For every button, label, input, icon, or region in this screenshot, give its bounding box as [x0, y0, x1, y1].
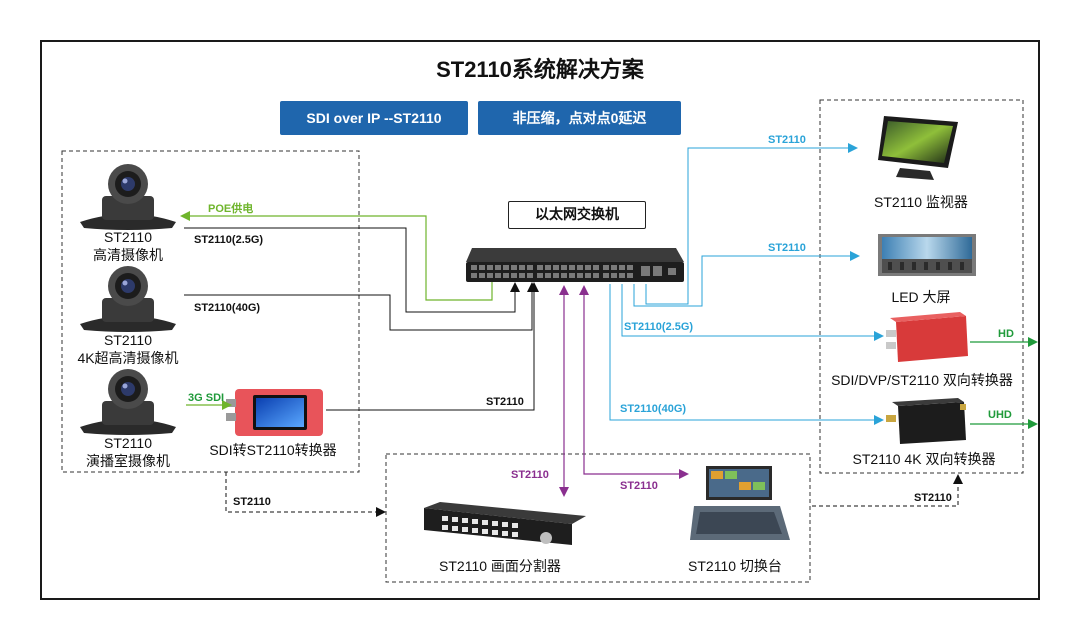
cam1-link-label: ST2110(2.5G) — [194, 234, 264, 246]
cam1-line — [184, 227, 520, 313]
led-wall-icon — [878, 234, 976, 276]
converter-out-line — [326, 282, 539, 411]
diagram-frame — [40, 40, 1040, 600]
page-title: ST2110系统解决方案 — [436, 57, 644, 82]
network-switch-icon — [466, 248, 684, 282]
uhd-out-label: UHD — [988, 409, 1012, 421]
poe-label: POE供电 — [208, 203, 254, 215]
switcher-link-label: ST2110 — [620, 480, 658, 492]
to-monitor-label: ST2110 — [768, 134, 806, 146]
switcher-console-icon — [690, 466, 790, 540]
to-led-line — [633, 251, 860, 307]
to-hd-line — [621, 284, 884, 341]
hd-out-label: HD — [998, 328, 1014, 340]
cam2-line — [184, 282, 537, 331]
camera-to-production-label: ST2110 — [233, 496, 271, 508]
badge-sdi-over-ip: SDI over IP --ST2110 — [280, 101, 468, 135]
switcher-label: ST2110 切换台 — [688, 558, 782, 574]
to-monitor-line — [645, 143, 858, 305]
to-led-label: ST2110 — [768, 242, 806, 254]
ptz-camera-icon — [80, 164, 176, 230]
cam2-link-label: ST2110(40G) — [194, 302, 261, 314]
multiviewer-label: ST2110 画面分割器 — [439, 558, 561, 574]
multiviewer-icon — [424, 502, 586, 545]
to-4k-line — [609, 284, 884, 425]
switcher-line — [579, 285, 689, 479]
monitor-label: ST2110 监视器 — [874, 194, 968, 210]
led-label: LED 大屏 — [891, 289, 951, 305]
monitor-icon — [878, 116, 958, 180]
ptz-camera-icon — [80, 266, 176, 332]
sdi-in-label: 3G SDI — [188, 392, 225, 404]
switch-label: 以太网交换机 — [508, 201, 646, 229]
converter-out-label: ST2110 — [486, 396, 524, 408]
to-4k-label: ST2110(40G) — [620, 403, 687, 415]
to-hd-label: ST2110(2.5G) — [624, 321, 694, 333]
badge-zero-latency: 非压缩，点对点0延迟 — [478, 101, 681, 135]
converter-box-icon — [886, 398, 966, 444]
ptz-camera-icon — [80, 369, 176, 435]
poe-line — [180, 211, 493, 301]
production-to-output-label: ST2110 — [914, 492, 952, 504]
converter-left-label: SDI转ST2110转换器 — [209, 442, 337, 458]
camera-group-box — [61, 150, 360, 473]
output-group-box — [819, 99, 1024, 474]
converter-box-icon — [886, 312, 968, 362]
converter-box-icon — [226, 389, 323, 436]
converter-hd-label: SDI/DVP/ST2110 双向转换器 — [831, 372, 1013, 388]
converter-4k-label: ST2110 4K 双向转换器 — [852, 451, 996, 467]
multiviewer-link-label: ST2110 — [511, 469, 549, 481]
